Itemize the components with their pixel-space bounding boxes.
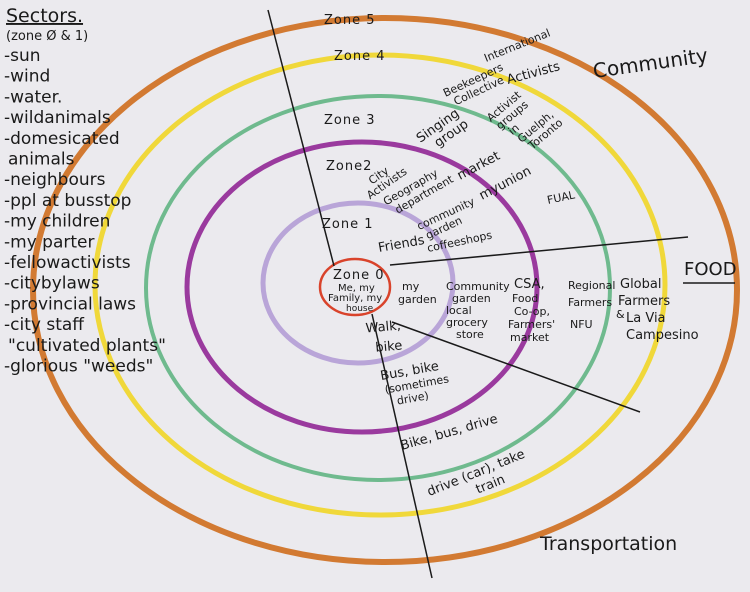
ring-zone3 — [144, 94, 612, 482]
community-heading: Community — [591, 43, 709, 83]
food-z4-3: NFU — [570, 318, 593, 331]
food-z1-my-garden: my garden — [398, 280, 437, 306]
ring-zone5 — [30, 15, 740, 565]
food-z3-1: CSA, — [514, 277, 545, 292]
transport-z3-bike-bus-drive: Bike, bus, drive — [399, 412, 500, 454]
zone3-label: Zone 3 — [324, 113, 376, 128]
food-z3-5: market — [510, 331, 550, 344]
food-z5-global: Global Farmers & La Via Campesino — [616, 277, 699, 343]
sector-item: -glorious "weeds" — [4, 357, 153, 377]
food-z2-2: garden — [452, 292, 491, 305]
sector-item: animals — [8, 150, 75, 170]
food-z5-5: Campesino — [626, 328, 699, 343]
ring-zone2 — [184, 139, 540, 435]
zone1-label: Zone 1 — [322, 217, 374, 232]
zone5-label: Zone 5 — [324, 13, 376, 28]
divider-top — [267, 9, 335, 267]
food-z4-regional: Regional Farmers NFU — [568, 279, 615, 331]
food-z5-2: Farmers — [618, 294, 670, 309]
food-z2-community-garden: Community garden local grocery store — [446, 280, 510, 341]
sector-divider-lines — [267, 9, 689, 579]
transport-z1-walk-bike: Walk, bike — [365, 318, 403, 355]
food-z4-2: Farmers — [568, 296, 612, 309]
divider-food-transport — [391, 321, 641, 413]
divider-bottom — [371, 313, 433, 579]
food-z2-3: local — [446, 304, 472, 317]
sectors-subtitle: (zone Ø & 1) — [6, 29, 88, 44]
sector-item: -citybylaws — [4, 274, 100, 294]
zone0-desc-2: Family, my — [328, 293, 382, 304]
sector-item: -neighbours — [4, 170, 106, 190]
sector-item: -city staff — [4, 315, 85, 335]
zone4-label: Zone 4 — [334, 49, 386, 64]
transportation-heading: Transportation — [539, 533, 677, 555]
food-z5-3: & — [616, 308, 625, 321]
community-z4-activist-groups: Activist groups in Guelph, Toronto — [484, 88, 565, 153]
zone2-label: Zone2 — [326, 159, 372, 174]
food-z1-2: garden — [398, 293, 437, 306]
food-z3-3: Co-op, — [514, 305, 550, 318]
food-z1-1: my — [402, 280, 420, 293]
food-z2-1: Community — [446, 280, 510, 293]
community-z5b-activists: Activists — [505, 59, 562, 88]
zone0-desc: Me, my Family, my house — [328, 283, 382, 314]
zone0-desc-1: Me, my — [338, 283, 375, 294]
sectors-title: Sectors. — [6, 5, 83, 27]
sector-item: -ppl at busstop — [4, 191, 131, 211]
zone0-desc-3: house — [346, 304, 374, 314]
food-z2-5: store — [456, 328, 484, 341]
food-z3-2: Food — [512, 292, 538, 305]
sector-item: -wildanimals — [4, 108, 111, 128]
sector-item: -my children — [4, 212, 110, 232]
community-fual: FUAL — [546, 188, 577, 207]
sector-list: Sectors. (zone Ø & 1) -sun-wind-water.-w… — [4, 5, 166, 377]
transport-z4-drive-train: drive (car), take train — [425, 447, 527, 500]
ring-zone1 — [260, 200, 456, 366]
sector-item: -fellowactivists — [4, 253, 131, 273]
zone0-label: Zone 0 — [333, 268, 385, 283]
transport-z1-1: Walk, — [365, 318, 401, 336]
food-heading: FOOD — [684, 259, 737, 280]
sector-item: -my parter — [4, 232, 94, 252]
food-z2-4: grocery — [446, 316, 488, 329]
transport-z2-3: drive) — [396, 389, 430, 407]
food-z4-1: Regional — [568, 279, 615, 292]
divider-community-food — [389, 236, 689, 266]
food-z5-4: La Via — [626, 311, 666, 326]
transport-z2-bus-bike: Bus, bike (sometimes drive) — [379, 359, 450, 408]
transport-z1-2: bike — [375, 338, 403, 355]
community-z1-friends: Friends — [377, 233, 426, 256]
food-z5-1: Global — [620, 277, 661, 292]
ring-zone4 — [92, 52, 668, 518]
sector-item: -water. — [4, 87, 62, 107]
sector-item: -provincial laws — [4, 294, 136, 314]
food-z3-csa: CSA, Food Co-op, Farmers' market — [508, 277, 555, 344]
sector-item: -domesicated — [4, 129, 120, 149]
ring-zone0 — [318, 257, 392, 317]
sector-item: "cultivated plants" — [8, 336, 166, 356]
food-z3-4: Farmers' — [508, 318, 555, 331]
sector-item: -sun — [4, 46, 41, 66]
sector-item: -wind — [4, 67, 50, 87]
